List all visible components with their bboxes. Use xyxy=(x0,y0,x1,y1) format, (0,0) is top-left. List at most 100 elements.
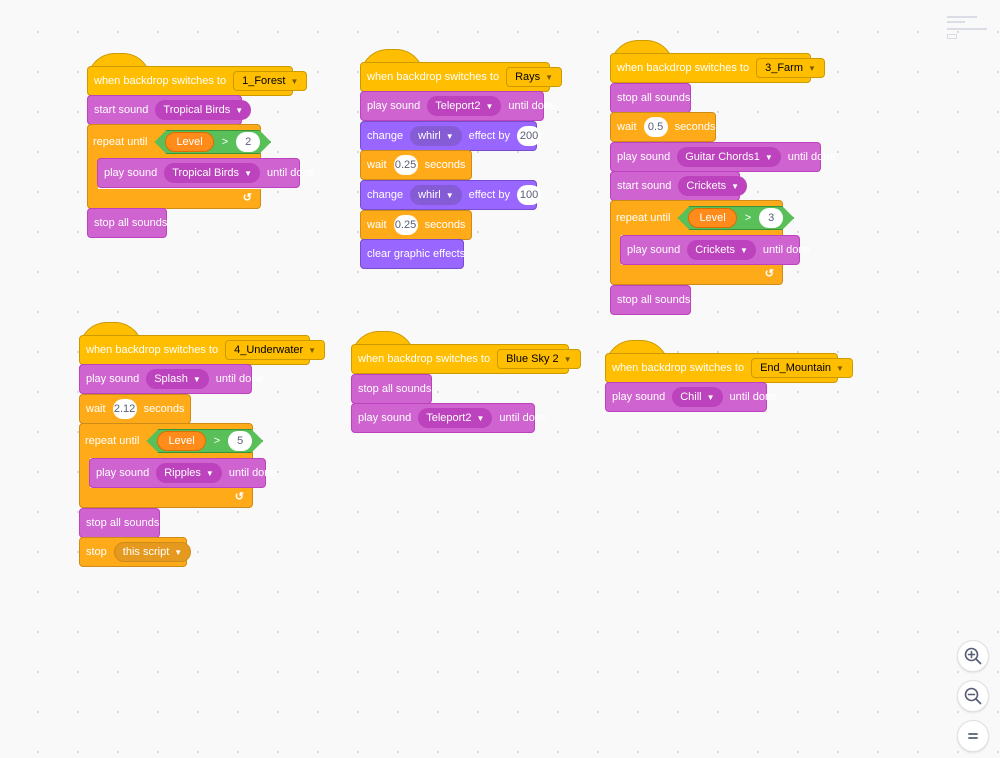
level-limit-input[interactable]: 2 xyxy=(236,132,260,152)
play-sound-until-done-block[interactable]: play sound Crickets▼ until done xyxy=(620,235,811,265)
stop-all-sounds-block[interactable]: stop all sounds xyxy=(87,208,167,238)
wait-seconds-input[interactable]: 0.25 xyxy=(393,155,418,175)
when-backdrop-switches-block[interactable]: when backdrop switches to 1_Forest▼ xyxy=(87,66,308,96)
zoom-in-button[interactable] xyxy=(957,640,989,672)
when-backdrop-switches-block[interactable]: when backdrop switches to End_Mountain▼ xyxy=(605,353,853,383)
block-label: stop xyxy=(86,546,107,558)
greater-than-condition[interactable]: Level > 5 xyxy=(146,429,263,453)
wait-block[interactable]: wait 0.5 seconds xyxy=(610,112,716,142)
play-sound-until-done-block[interactable]: play sound Chill▼ until done xyxy=(605,382,777,412)
play-sound-until-done-block[interactable]: play sound Ripples▼ until done xyxy=(89,458,277,488)
wait-block[interactable]: wait 0.25 seconds xyxy=(360,150,472,180)
play-sound-until-done-block[interactable]: play sound Guitar Chords1▼ until done xyxy=(610,142,835,172)
backdrop-dropdown[interactable]: 4_Underwater▼ xyxy=(225,340,326,360)
stop-all-sounds-block[interactable]: stop all sounds xyxy=(610,83,691,113)
start-sound-block[interactable]: start sound Crickets▼ xyxy=(610,171,748,201)
sound-dropdown[interactable]: Crickets▼ xyxy=(678,176,748,196)
repeat-footer: ↺ xyxy=(88,188,260,208)
when-backdrop-switches-block[interactable]: when backdrop switches to 3_Farm▼ xyxy=(610,53,825,83)
sound-dropdown[interactable]: Teleport2▼ xyxy=(418,408,493,428)
play-sound-until-done-block[interactable]: play sound Splash▼ until done xyxy=(79,364,264,394)
zoom-in-icon xyxy=(964,647,982,665)
script-underwater[interactable]: when backdrop switches to 4_Underwater▼ … xyxy=(79,322,326,570)
sound-dropdown[interactable]: Tropical Birds▼ xyxy=(155,100,252,120)
wait-block[interactable]: wait 0.25 seconds xyxy=(360,210,472,240)
block-label: until done xyxy=(228,467,277,479)
block-label: when backdrop switches to xyxy=(358,353,491,365)
stop-block[interactable]: stop this script▼ xyxy=(79,537,192,567)
sound-dropdown[interactable]: Guitar Chords1▼ xyxy=(677,147,781,167)
zoom-out-button[interactable] xyxy=(957,680,989,712)
when-backdrop-switches-block[interactable]: when backdrop switches to 4_Underwater▼ xyxy=(79,335,326,365)
backdrop-dropdown[interactable]: Blue Sky 2▼ xyxy=(497,349,581,369)
level-variable[interactable]: Level xyxy=(688,208,736,228)
block-label: when backdrop switches to xyxy=(86,344,219,356)
zoom-reset-button[interactable] xyxy=(957,720,989,752)
block-label: until done xyxy=(215,373,264,385)
block-label: repeat until xyxy=(616,212,671,224)
play-sound-until-done-block[interactable]: play sound Tropical Birds▼ until done xyxy=(97,158,315,188)
block-label: wait xyxy=(367,159,387,171)
chevron-down-icon: ▼ xyxy=(739,245,748,255)
loop-arrow-icon: ↺ xyxy=(242,192,252,204)
script-rays[interactable]: when backdrop switches to Rays▼ play sou… xyxy=(360,49,563,272)
change-effect-block[interactable]: change whirl▼ effect by 200 xyxy=(360,121,542,151)
wait-block[interactable]: wait 2.12 seconds xyxy=(79,394,191,424)
chevron-down-icon: ▼ xyxy=(235,105,244,115)
effect-dropdown[interactable]: whirl▼ xyxy=(410,185,462,205)
backdrop-dropdown[interactable]: Rays▼ xyxy=(506,67,563,87)
chevron-down-icon: ▼ xyxy=(205,468,214,478)
script-farm[interactable]: when backdrop switches to 3_Farm▼ stop a… xyxy=(610,40,835,318)
start-sound-block[interactable]: start sound Tropical Birds▼ xyxy=(87,95,252,125)
wait-seconds-input[interactable]: 0.25 xyxy=(393,215,418,235)
block-label: stop all sounds xyxy=(94,217,168,229)
level-limit-input[interactable]: 3 xyxy=(759,208,783,228)
block-label: play sound xyxy=(358,412,412,424)
backdrop-dropdown[interactable]: End_Mountain▼ xyxy=(751,358,853,378)
block-label: wait xyxy=(86,403,106,415)
block-label: until done xyxy=(508,100,557,112)
greater-than-condition[interactable]: Level > 2 xyxy=(154,130,271,154)
chevron-down-icon: ▼ xyxy=(290,76,299,86)
change-effect-block[interactable]: change whirl▼ effect by 100 xyxy=(360,180,542,210)
effect-amount-input[interactable]: 100 xyxy=(517,185,542,205)
stop-option-dropdown[interactable]: this script▼ xyxy=(113,542,192,562)
stop-all-sounds-block[interactable]: stop all sounds xyxy=(610,285,691,315)
play-sound-until-done-block[interactable]: play sound Teleport2▼ until done xyxy=(351,403,547,433)
sound-dropdown[interactable]: Chill▼ xyxy=(672,387,723,407)
greater-than-condition[interactable]: Level > 3 xyxy=(677,206,794,230)
minimap-preview xyxy=(947,16,991,40)
script-forest[interactable]: when backdrop switches to 1_Forest▼ star… xyxy=(87,53,315,246)
stop-all-sounds-block[interactable]: stop all sounds xyxy=(79,508,160,538)
block-label: wait xyxy=(617,121,637,133)
sound-dropdown[interactable]: Tropical Birds▼ xyxy=(164,163,260,183)
effect-dropdown[interactable]: whirl▼ xyxy=(410,126,462,146)
gt-operator: > xyxy=(221,136,229,148)
backdrop-dropdown[interactable]: 3_Farm▼ xyxy=(756,58,825,78)
backdrop-dropdown[interactable]: 1_Forest▼ xyxy=(233,71,308,91)
wait-seconds-input[interactable]: 0.5 xyxy=(643,117,668,137)
block-label: effect by xyxy=(468,130,511,142)
wait-seconds-input[interactable]: 2.12 xyxy=(112,399,137,419)
effect-amount-input[interactable]: 200 xyxy=(517,126,542,146)
script-end-mountain[interactable]: when backdrop switches to End_Mountain▼ … xyxy=(605,340,853,418)
sound-dropdown[interactable]: Splash▼ xyxy=(146,369,209,389)
block-label: play sound xyxy=(367,100,421,112)
sound-dropdown[interactable]: Ripples▼ xyxy=(156,463,222,483)
when-backdrop-switches-block[interactable]: when backdrop switches to Rays▼ xyxy=(360,62,563,92)
block-label: clear graphic effects xyxy=(367,248,466,260)
stop-all-sounds-block[interactable]: stop all sounds xyxy=(351,374,432,404)
when-backdrop-switches-block[interactable]: when backdrop switches to Blue Sky 2▼ xyxy=(351,344,581,374)
clear-graphic-effects-block[interactable]: clear graphic effects xyxy=(360,239,466,269)
sound-dropdown[interactable]: Teleport2▼ xyxy=(427,96,502,116)
play-sound-until-done-block[interactable]: play sound Teleport2▼ until done xyxy=(360,91,556,121)
level-variable[interactable]: Level xyxy=(165,132,213,152)
repeat-footer: ↺ xyxy=(80,487,252,507)
sound-dropdown[interactable]: Crickets▼ xyxy=(687,240,756,260)
script-blue-sky[interactable]: when backdrop switches to Blue Sky 2▼ st… xyxy=(351,331,581,439)
level-variable[interactable]: Level xyxy=(157,431,205,451)
block-label: stop all sounds xyxy=(617,92,691,104)
level-limit-input[interactable]: 5 xyxy=(228,431,252,451)
block-label: change xyxy=(367,189,404,201)
repeat-footer: ↺ xyxy=(611,264,782,284)
